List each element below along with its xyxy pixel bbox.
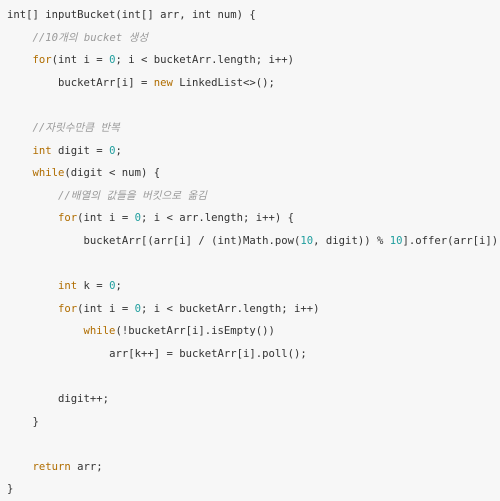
code-token-plain: ; i < bucketArr.length; i++) <box>140 302 320 315</box>
code-token-plain: bucketArr[i] = <box>58 76 154 89</box>
code-token-keyword: new <box>153 76 173 89</box>
code-indent <box>7 348 109 360</box>
code-token-keyword: return <box>32 460 71 473</box>
code-token-plain: ; i < arr.length; i++) { <box>140 212 295 225</box>
code-token-plain: ; <box>115 280 122 293</box>
code-line: digit++; <box>7 388 500 411</box>
code-indent <box>7 280 58 292</box>
code-token-keyword: for <box>58 212 78 225</box>
code-token-plain: arr[k++] = bucketArr[i].poll(); <box>109 347 307 360</box>
code-line: arr[k++] = bucketArr[i].poll(); <box>7 343 500 366</box>
code-token-number: 0 <box>109 144 116 157</box>
code-token-number: 0 <box>134 212 141 225</box>
code-token-plain: ; i < bucketArr.length; i++) <box>115 54 295 67</box>
code-token-plain: digit = <box>51 144 110 157</box>
code-lines: int[] inputBucket(int[] arr, int num) { … <box>7 4 500 501</box>
code-indent <box>7 325 84 337</box>
code-indent <box>7 212 58 224</box>
code-token-plain: (int i = <box>77 212 135 225</box>
code-indent <box>7 303 58 315</box>
code-token-plain: ; <box>115 144 122 157</box>
code-token-plain: } <box>7 483 14 496</box>
code-indent <box>7 145 33 157</box>
code-token-number: 0 <box>134 302 141 315</box>
code-indent <box>7 54 33 66</box>
code-line: int k = 0; <box>7 275 500 298</box>
code-line: //자릿수만큼 반복 <box>7 117 500 140</box>
code-indent <box>7 235 84 247</box>
code-token-plain: arr; <box>70 460 103 473</box>
code-line: return arr; <box>7 456 500 479</box>
code-line: int[] inputBucket(int[] arr, int num) { <box>7 4 500 27</box>
code-token-number: 0 <box>109 280 116 293</box>
code-line <box>7 366 500 389</box>
code-token-plain: (digit < num) { <box>64 167 161 180</box>
code-token-comment: //배열의 값들을 버킷으로 옮김 <box>58 189 207 202</box>
code-line: bucketArr[(arr[i] / (int)Math.pow(10, di… <box>7 230 500 253</box>
code-token-plain: LinkedList<>(); <box>172 76 275 89</box>
code-token-keyword: int <box>32 144 52 157</box>
code-line: //배열의 값들을 버킷으로 옮김 <box>7 185 500 208</box>
code-line <box>7 433 500 456</box>
code-token-keyword: for <box>32 54 52 67</box>
code-token-keyword: while <box>83 325 116 338</box>
code-token-plain: bucketArr[(arr[i] / (int)Math.pow( <box>83 234 301 247</box>
code-token-keyword: int <box>58 280 78 293</box>
code-token-comment: //10개의 bucket 생성 <box>32 31 149 44</box>
code-token-number: 10 <box>389 234 403 247</box>
code-line <box>7 253 500 276</box>
code-line: int digit = 0; <box>7 140 500 163</box>
code-line: bucketArr[i] = new LinkedList<>(); <box>7 72 500 95</box>
code-token-plain: digit++; <box>58 393 110 406</box>
code-indent <box>7 77 58 89</box>
code-indent <box>7 167 33 179</box>
code-line <box>7 94 500 117</box>
code-token-keyword: while <box>32 167 65 180</box>
code-line: for(int i = 0; i < bucketArr.length; i++… <box>7 49 500 72</box>
code-token-plain: } <box>32 415 39 428</box>
code-block: int[] inputBucket(int[] arr, int num) { … <box>7 9 500 496</box>
code-line: //10개의 bucket 생성 <box>7 27 500 50</box>
code-token-plain: int[] inputBucket(int[] arr, int num) { <box>7 9 256 21</box>
code-token-keyword: for <box>58 302 78 315</box>
code-token-plain: (!bucketArr[i].isEmpty()) <box>115 325 275 338</box>
code-line: while(digit < num) { <box>7 162 500 185</box>
code-line: for(int i = 0; i < bucketArr.length; i++… <box>7 298 500 321</box>
code-line: } <box>7 411 500 434</box>
code-token-number: 10 <box>300 234 314 247</box>
code-line: while(!bucketArr[i].isEmpty()) <box>7 320 500 343</box>
code-token-plain: (int i = <box>77 302 135 315</box>
code-token-plain: (int i = <box>51 54 110 67</box>
code-indent <box>7 416 33 428</box>
code-token-plain: ].offer(arr[i]); <box>402 234 500 247</box>
code-token-comment: //자릿수만큼 반복 <box>32 121 120 134</box>
code-token-number: 0 <box>109 54 116 67</box>
code-indent <box>7 32 33 44</box>
code-line: for(int i = 0; i < arr.length; i++) { <box>7 207 500 230</box>
code-token-plain: k = <box>77 280 110 293</box>
code-indent <box>7 122 33 134</box>
code-line: } <box>7 478 500 501</box>
code-token-plain: , digit)) % <box>313 234 390 247</box>
code-indent <box>7 190 58 202</box>
code-indent <box>7 393 58 405</box>
code-indent <box>7 461 33 473</box>
